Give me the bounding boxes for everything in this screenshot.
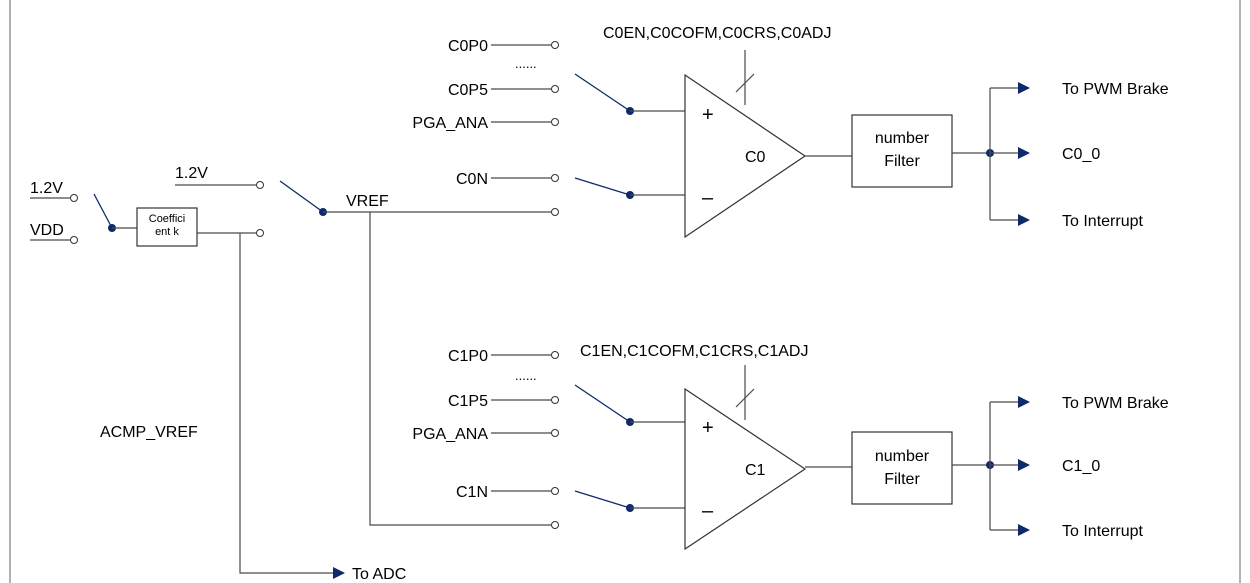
to-adc-arrow xyxy=(333,567,345,579)
coefficient-label-1: Coeffici xyxy=(149,213,185,225)
ref-1v2-terminal xyxy=(70,194,78,202)
c1-minus-switch-blade xyxy=(574,490,631,509)
c0-plus-switch-blade xyxy=(574,73,631,112)
diagram-frame xyxy=(9,0,1241,583)
c0-p0-terminal xyxy=(551,41,559,49)
c0-n-label: C0N xyxy=(456,171,488,188)
vref-c1-terminal xyxy=(551,521,559,529)
c1-p0-terminal xyxy=(551,351,559,359)
vref-c0-terminal xyxy=(551,208,559,216)
c0-n-terminal xyxy=(551,174,559,182)
c0-ctrl-bus-slash xyxy=(735,73,755,93)
c0-int-label: To Interrupt xyxy=(1062,213,1143,230)
c1-filter-box xyxy=(851,431,953,505)
c0-brake-arrow xyxy=(1018,82,1030,94)
c1-filter-label-1: number xyxy=(875,448,930,465)
c0-filter-box xyxy=(851,114,953,188)
c1-ctrl-label: C1EN,C1COFM,C1CRS,C1ADJ xyxy=(580,343,808,360)
c1-sig-arrow xyxy=(1018,459,1030,471)
c1-dots: ...... xyxy=(515,368,537,383)
coefficient-label-2: ent k xyxy=(155,226,179,238)
c0-pga-terminal xyxy=(551,118,559,126)
vref-mux-1v2-label: 1.2V xyxy=(175,165,208,182)
c0-p5-label: C0P5 xyxy=(448,82,488,99)
c1-int-arrow xyxy=(1018,524,1030,536)
c1-int-label: To Interrupt xyxy=(1062,523,1143,540)
vref-mux-1v2-terminal xyxy=(256,181,264,189)
c0-minus-sign: – xyxy=(702,187,714,209)
c0-p0-label: C0P0 xyxy=(448,38,488,55)
comparator-c1 xyxy=(684,387,807,551)
c0-filter-label-1: number xyxy=(875,130,930,147)
c1-filter-label-2: Filter xyxy=(884,471,920,488)
c1-name-label: C1 xyxy=(745,462,766,479)
c1-ctrl-bus-slash xyxy=(735,388,755,408)
c1-pga-label: PGA_ANA xyxy=(412,426,488,443)
comparator-c0-group: C0EN,C0COFM,C0CRS,C0ADJ C0P0 ...... C0P5… xyxy=(412,25,1169,239)
ref-switch-blade xyxy=(93,193,113,229)
ref-1v2-label: 1.2V xyxy=(30,180,63,197)
vref-mux-switch-blade xyxy=(279,180,324,213)
c0-sig-arrow xyxy=(1018,147,1030,159)
coeff-out-terminal xyxy=(256,229,264,237)
comparator-c0 xyxy=(684,73,807,239)
comparator-c1-group: C1EN,C1COFM,C1CRS,C1ADJ C1P0 ...... C1P5… xyxy=(412,343,1169,551)
coefficient-box xyxy=(136,207,198,247)
c0-int-arrow xyxy=(1018,214,1030,226)
c0-p5-terminal xyxy=(551,85,559,93)
c1-pga-terminal xyxy=(551,429,559,437)
c0-ctrl-label: C0EN,C0COFM,C0CRS,C0ADJ xyxy=(603,25,831,42)
c1-n-label: C1N xyxy=(456,484,488,501)
acmp-vref-wire xyxy=(239,233,333,574)
ref-selector: 1.2V VDD Coeffici ent k ACMP_VREF To ADC xyxy=(30,180,406,583)
c0-pga-label: PGA_ANA xyxy=(412,115,488,132)
c1-p5-label: C1P5 xyxy=(448,393,488,410)
c1-plus-switch-blade xyxy=(574,384,631,423)
c1-p5-terminal xyxy=(551,396,559,404)
c0-dots: ...... xyxy=(515,56,537,71)
vref-bus-down xyxy=(369,212,551,526)
c1-plus-sign: + xyxy=(702,417,714,439)
c1-sig-label: C1_0 xyxy=(1062,458,1100,475)
c0-brake-label: To PWM Brake xyxy=(1062,81,1169,98)
c0-plus-sign: + xyxy=(702,104,714,126)
ref-vdd-label: VDD xyxy=(30,222,64,239)
vref-label: VREF xyxy=(346,193,389,210)
c1-n-terminal xyxy=(551,487,559,495)
to-adc-label: To ADC xyxy=(352,566,406,583)
acmp-vref-label: ACMP_VREF xyxy=(100,424,198,441)
c0-sig-label: C0_0 xyxy=(1062,146,1100,163)
c1-minus-sign: – xyxy=(702,500,714,522)
c0-name-label: C0 xyxy=(745,149,766,166)
c1-p0-label: C1P0 xyxy=(448,348,488,365)
c0-minus-switch-blade xyxy=(574,177,631,196)
c1-brake-label: To PWM Brake xyxy=(1062,395,1169,412)
c0-filter-label-2: Filter xyxy=(884,153,920,170)
vref-mux: 1.2V VREF xyxy=(175,165,559,529)
ref-vdd-terminal xyxy=(70,236,78,244)
c1-brake-arrow xyxy=(1018,396,1030,408)
